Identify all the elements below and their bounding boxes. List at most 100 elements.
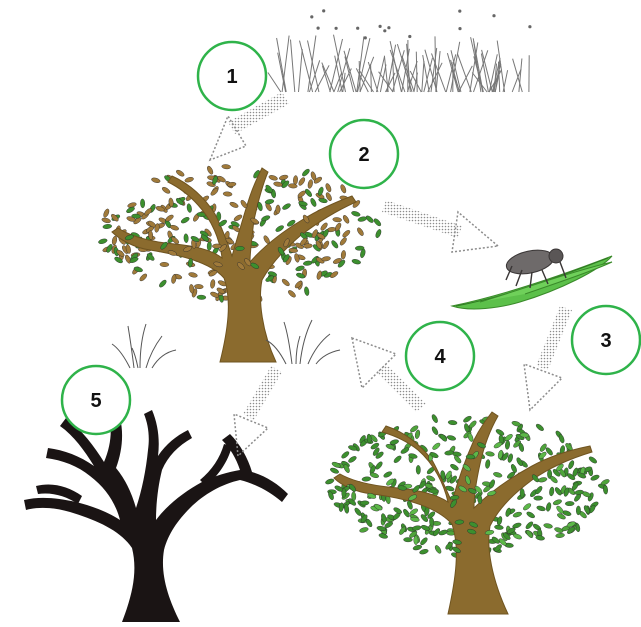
grass-blade (378, 71, 394, 93)
grass-blade (473, 41, 482, 93)
grass-blade (406, 43, 411, 93)
leaf (165, 214, 174, 222)
grass-blade (299, 40, 314, 93)
flying-insect (458, 27, 462, 31)
grass-blade (446, 52, 459, 93)
leaf (498, 538, 507, 546)
leaf (257, 201, 263, 212)
leaf (237, 262, 245, 270)
leaf (420, 525, 430, 531)
leaf (217, 175, 226, 183)
leaf (531, 474, 540, 483)
leaf (361, 476, 372, 482)
leaf (600, 479, 610, 486)
leaf (552, 499, 562, 506)
grass-blade (370, 64, 372, 93)
leaf (264, 199, 275, 205)
grass-blade (473, 50, 489, 93)
arrow-leaf-to-3 (523, 306, 572, 412)
leaf (467, 528, 477, 535)
leaf (189, 284, 195, 294)
leaf (167, 250, 177, 256)
grass-blade (415, 51, 418, 93)
leaf (359, 500, 370, 506)
leaf (399, 526, 406, 535)
leaf (281, 278, 290, 287)
leaf (225, 237, 235, 245)
leaf (545, 447, 553, 456)
leaf (554, 527, 564, 533)
grass-blade (358, 60, 361, 93)
leaf (447, 420, 458, 426)
flying-insect (408, 34, 412, 39)
leaf (467, 432, 474, 442)
leaf (159, 262, 170, 267)
leaf (357, 216, 367, 222)
leaf (297, 190, 306, 198)
grass-blade (407, 60, 418, 93)
leaf (412, 485, 421, 493)
leaf (474, 485, 483, 494)
leaf (450, 464, 459, 471)
leaf (446, 435, 456, 441)
leaf (261, 215, 271, 222)
grass-blade (488, 54, 498, 93)
leaf (146, 253, 155, 261)
dead-tree-icon (24, 410, 288, 622)
leaf (169, 224, 179, 231)
grass-blade (480, 53, 489, 93)
leaf (328, 491, 334, 501)
leaf (206, 241, 212, 251)
leaf (365, 215, 374, 223)
grass-blade (367, 61, 379, 93)
leaf (151, 177, 161, 183)
leaf (244, 258, 252, 267)
leaf (168, 197, 174, 208)
leaf (576, 505, 581, 516)
grass-blade (333, 72, 342, 93)
leaf (349, 483, 356, 492)
leaf (265, 275, 274, 282)
leaf (505, 440, 510, 450)
grass-blade (277, 52, 287, 93)
leaf (429, 488, 439, 494)
leaf (504, 434, 513, 441)
leaf (523, 503, 532, 511)
leaf (556, 463, 564, 472)
leaf (279, 174, 289, 181)
arrow-4-to-2 (351, 336, 426, 412)
small-shrub-left (111, 323, 177, 369)
leaf (288, 290, 296, 298)
leaf (376, 525, 386, 532)
leaf (444, 450, 454, 456)
leaf (300, 237, 308, 246)
leaf (140, 198, 146, 209)
leaf (454, 455, 462, 464)
flying-insect (310, 15, 314, 19)
grass-blade (290, 39, 296, 93)
insect-on-leaf-icon (450, 248, 613, 310)
leaf (513, 533, 522, 540)
leaf (212, 175, 218, 185)
leaf (440, 470, 446, 480)
leaf (342, 215, 350, 224)
leaf (341, 451, 350, 459)
leaf (454, 519, 465, 525)
leaf (467, 488, 477, 494)
leaf (175, 198, 184, 206)
grass-blade (276, 37, 287, 93)
leaf (485, 451, 495, 457)
leaf (126, 206, 135, 214)
leaf (281, 180, 290, 189)
grass-blade (359, 56, 375, 93)
leaf (330, 271, 339, 278)
grass-blade (321, 62, 335, 93)
leaf (144, 208, 153, 216)
leaf (240, 200, 248, 209)
leaf (298, 177, 306, 186)
leaf (408, 494, 418, 501)
leaf (543, 523, 553, 529)
leaf (154, 223, 160, 233)
leaf (210, 279, 216, 289)
